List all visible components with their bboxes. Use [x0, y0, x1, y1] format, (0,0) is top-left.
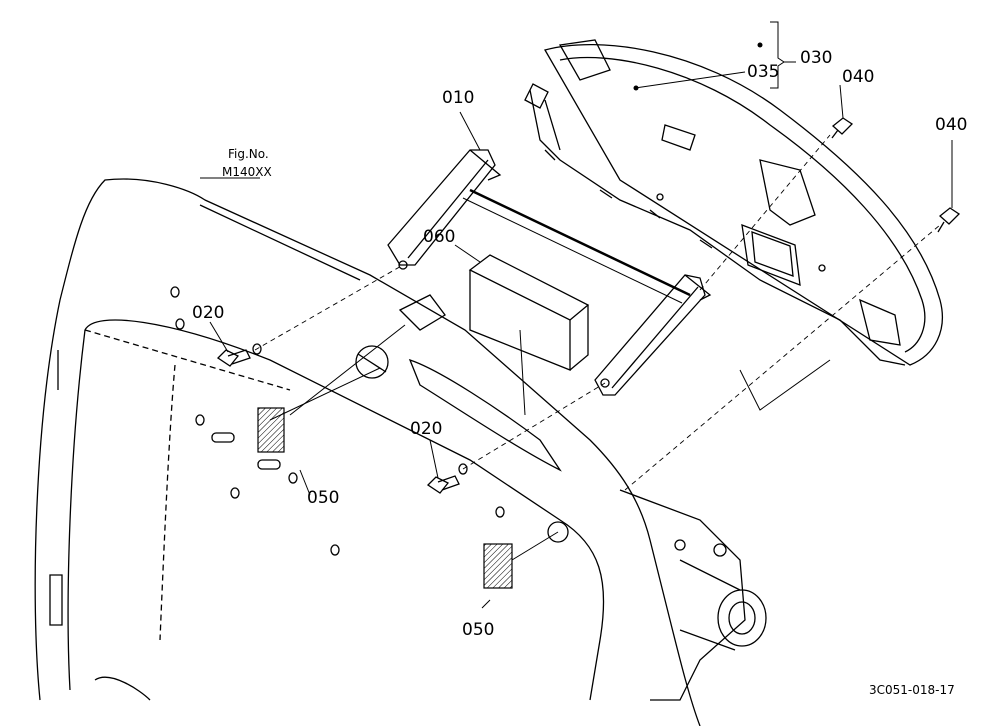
- fig-label: Fig.No.: [228, 147, 269, 161]
- screw-040-upper: [831, 117, 854, 139]
- fig-number: M140XX: [222, 165, 272, 179]
- leader-lines: [200, 21, 953, 609]
- callout-040-lower: 040: [935, 115, 967, 135]
- block-060: [468, 254, 590, 371]
- callout-050-lower: 050: [462, 620, 494, 640]
- callout-020-right: 020: [410, 419, 442, 439]
- label-050-lower: [483, 543, 513, 589]
- callout-030: 030: [800, 48, 832, 68]
- bracket-010: [387, 149, 712, 396]
- callout-040-upper: 040: [842, 67, 874, 87]
- callout-dot: [633, 85, 639, 91]
- callout-dot: [757, 42, 763, 48]
- alignment-lines: [254, 134, 941, 491]
- screw-020-right: [426, 463, 468, 494]
- column-fitting: [619, 489, 767, 701]
- label-050-upper: [257, 407, 285, 453]
- callout-060: 060: [423, 227, 455, 247]
- meter-assembly: [524, 39, 944, 366]
- callout-010: 010: [442, 88, 474, 108]
- callout-020-left: 020: [192, 303, 224, 323]
- reference-code: 3C051-018-17: [869, 683, 955, 697]
- screw-040-lower: [937, 207, 961, 233]
- screw-020-left: [216, 343, 262, 367]
- dashboard-panel: [34, 178, 701, 726]
- callout-050-upper: 050: [307, 488, 339, 508]
- callout-035: 035: [747, 62, 779, 82]
